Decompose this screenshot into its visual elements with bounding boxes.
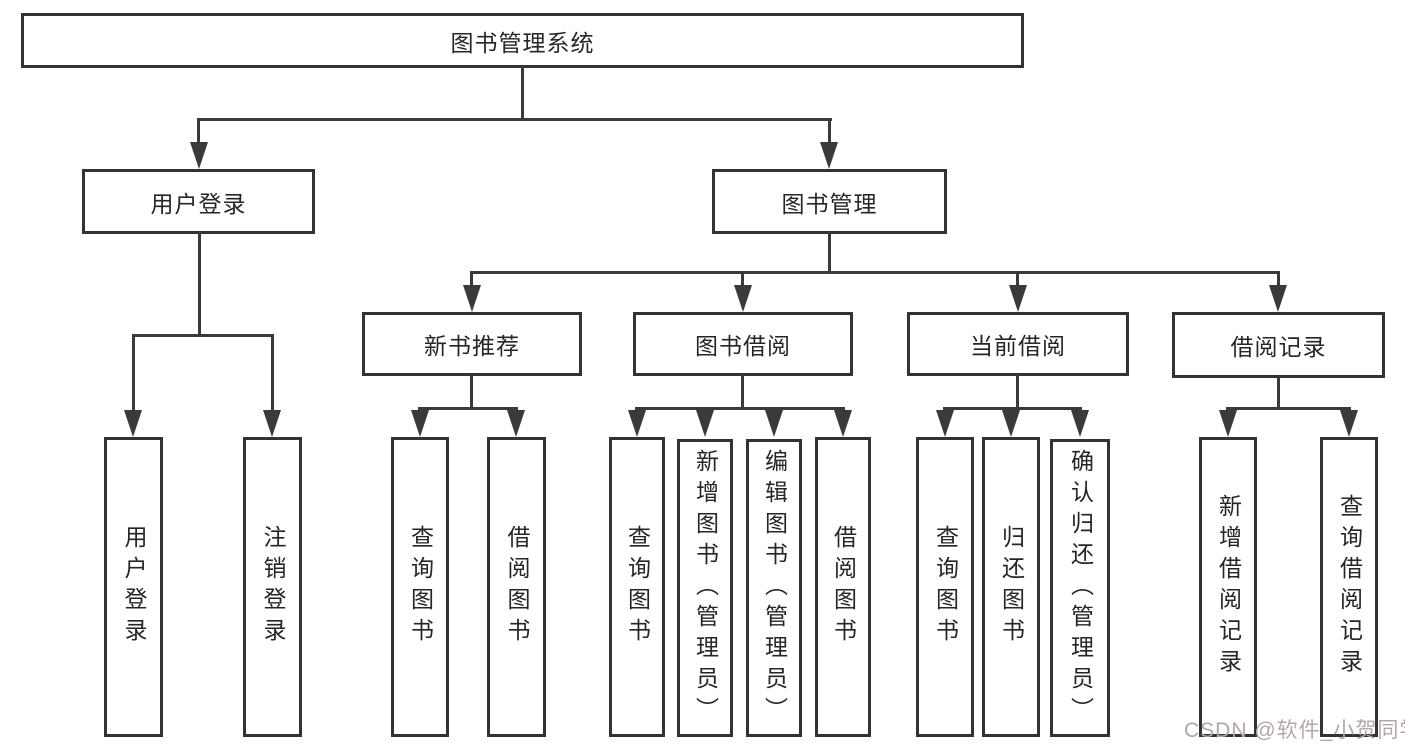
leaf-query-borrow-record: 查询借阅记录 xyxy=(1320,437,1378,737)
arrow-to-leaf-user-login xyxy=(124,410,142,437)
connector-leaf-userlogin-stub xyxy=(132,334,135,412)
node-user-login-label: 用户登录 xyxy=(150,190,247,217)
leaf-edit-book-admin-label: 编辑图书（管理员） xyxy=(761,448,788,728)
leaf-add-book-admin-label: 新增图书（管理员） xyxy=(692,448,719,728)
node-borrow-records: 借阅记录 xyxy=(1172,312,1385,378)
leaf-query-books-a: 查询图书 xyxy=(391,437,449,737)
leaf-query-books-b: 查询图书 xyxy=(609,437,665,737)
arrow-to-query-books-b xyxy=(628,410,646,437)
connector-records-rail xyxy=(1226,407,1351,410)
csdn-watermark: CSDN @软件_小贺同学 xyxy=(1184,719,1405,742)
leaf-confirm-return-admin: 确认归还（管理员） xyxy=(1050,439,1110,737)
arrow-to-book-borrow xyxy=(734,285,752,312)
connector-level3-rail xyxy=(470,271,1280,274)
leaf-query-books-b-label: 查询图书 xyxy=(624,525,651,649)
node-book-borrow-label: 图书借阅 xyxy=(695,333,791,359)
connector-current-rail xyxy=(943,407,1082,410)
connector-borrow-stem xyxy=(741,374,744,410)
connector-userlogin-stem xyxy=(198,232,201,337)
arrow-to-borrow-books-b xyxy=(834,410,852,437)
connector-newrec-rail xyxy=(418,407,518,410)
connector-current-stub xyxy=(1016,271,1019,288)
leaf-user-login: 用户登录 xyxy=(104,437,163,737)
connector-records-stem xyxy=(1277,376,1280,410)
leaf-add-book-admin: 新增图书（管理员） xyxy=(677,439,733,737)
arrow-to-current-borrow xyxy=(1009,285,1027,312)
connector-leaf-logout-stub xyxy=(271,334,274,412)
leaf-query-borrow-record-label: 查询借阅记录 xyxy=(1336,494,1363,680)
arrow-to-query-record xyxy=(1340,410,1358,437)
arrow-to-confirm-return xyxy=(1071,410,1089,437)
leaf-return-books: 归还图书 xyxy=(982,437,1040,737)
connector-records-stub xyxy=(1277,271,1280,288)
arrow-to-borrow-records xyxy=(1269,285,1287,312)
leaf-return-books-label: 归还图书 xyxy=(998,525,1025,649)
connector-root-rail xyxy=(197,118,832,121)
arrow-to-add-book xyxy=(696,410,714,437)
leaf-borrow-books-b: 借阅图书 xyxy=(815,437,871,737)
arrow-to-query-books-a xyxy=(411,410,429,437)
connector-newrec-stub xyxy=(470,271,473,288)
leaf-add-borrow-record-label: 新增借阅记录 xyxy=(1215,494,1242,680)
connector-newrec-stem xyxy=(470,374,473,410)
arrow-to-return-books xyxy=(1002,410,1020,437)
node-user-login: 用户登录 xyxy=(82,169,315,234)
connector-borrow-rail xyxy=(635,407,845,410)
leaf-borrow-books-b-label: 借阅图书 xyxy=(830,525,857,649)
arrow-to-user-login xyxy=(190,142,208,169)
connector-borrow-stub xyxy=(741,271,744,288)
node-borrow-records-label: 借阅记录 xyxy=(1230,334,1327,360)
leaf-query-books-c: 查询图书 xyxy=(916,437,974,737)
arrow-to-leaf-logout xyxy=(263,410,281,437)
leaf-user-login-label: 用户登录 xyxy=(121,525,147,649)
leaf-query-books-c-label: 查询图书 xyxy=(932,525,959,649)
node-current-borrow: 当前借阅 xyxy=(907,312,1129,376)
arrow-to-add-record xyxy=(1219,410,1237,437)
connector-current-stem xyxy=(1016,374,1019,410)
connector-root-stem xyxy=(521,66,524,120)
arrow-to-borrow-books-a xyxy=(507,410,525,437)
arrow-to-new-book-rec xyxy=(463,285,481,312)
connector-userlogin-rail xyxy=(132,334,274,337)
node-current-borrow-label: 当前借阅 xyxy=(970,333,1066,359)
leaf-confirm-return-admin-label: 确认归还（管理员） xyxy=(1067,448,1094,728)
leaf-edit-book-admin: 编辑图书（管理员） xyxy=(746,439,802,737)
leaf-logout: 注销登录 xyxy=(243,437,302,737)
node-root-label: 图书管理系统 xyxy=(450,29,595,56)
node-root: 图书管理系统 xyxy=(21,13,1024,68)
arrow-to-query-books-c xyxy=(936,410,954,437)
arrow-to-book-mgmt xyxy=(820,142,838,169)
connector-bookmgmt-stub xyxy=(828,118,831,145)
node-book-mgmt-label: 图书管理 xyxy=(781,190,878,217)
leaf-borrow-books-a-label: 借阅图书 xyxy=(504,525,530,649)
leaf-logout-label: 注销登录 xyxy=(260,525,286,649)
arrow-to-edit-book xyxy=(765,410,783,437)
node-book-mgmt: 图书管理 xyxy=(712,169,947,234)
node-new-book-rec-label: 新书推荐 xyxy=(424,333,520,359)
leaf-add-borrow-record: 新增借阅记录 xyxy=(1199,437,1257,737)
connector-userlogin-stub xyxy=(197,118,200,145)
leaf-query-books-a-label: 查询图书 xyxy=(407,525,434,649)
node-book-borrow: 图书借阅 xyxy=(633,312,853,376)
node-new-book-rec: 新书推荐 xyxy=(362,312,582,376)
leaf-borrow-books-a: 借阅图书 xyxy=(487,437,546,737)
connector-bookmgmt-stem xyxy=(828,232,831,274)
